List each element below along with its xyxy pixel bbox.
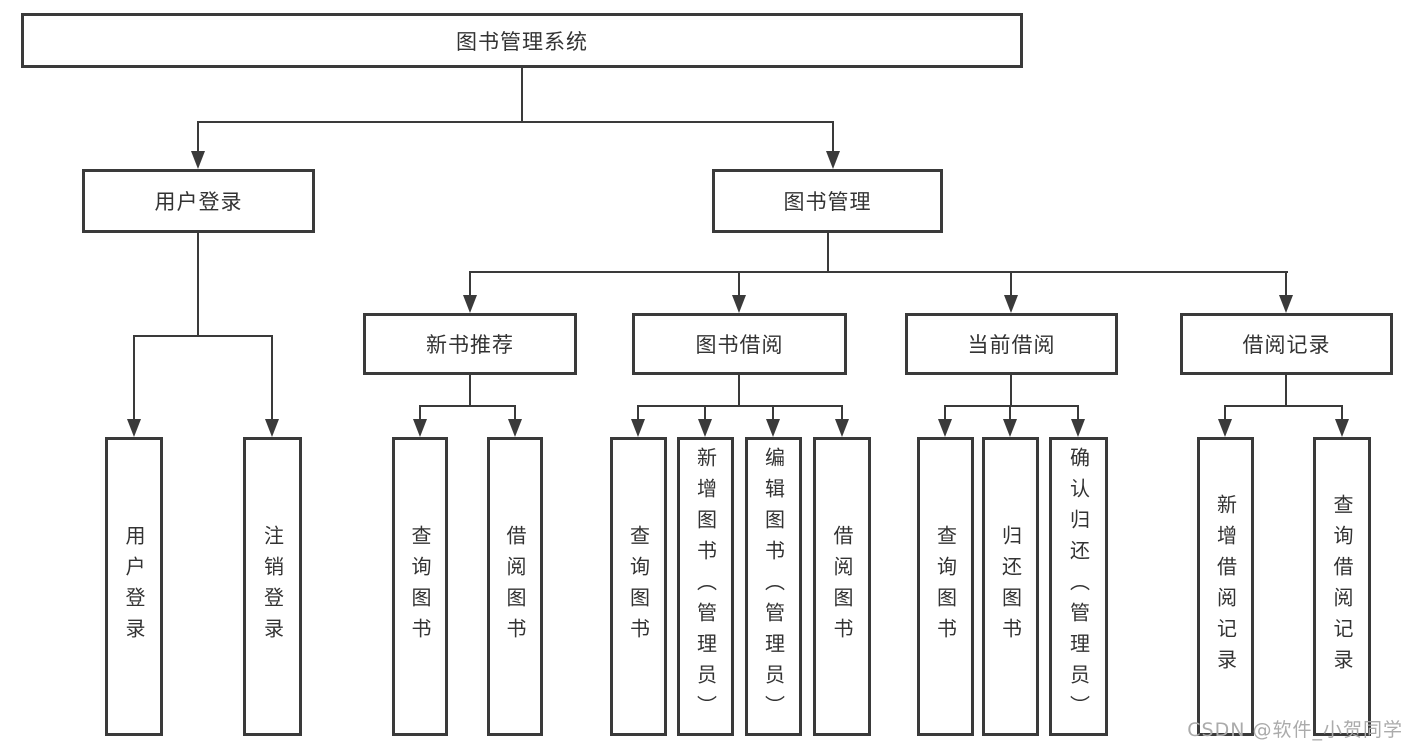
arrowhead-down-icon xyxy=(938,419,952,437)
connector-line xyxy=(841,405,843,421)
connector-line xyxy=(738,271,740,296)
arrowhead-down-icon xyxy=(463,295,477,313)
leaf-query-borrow-record: 查询借阅记录 xyxy=(1313,437,1371,736)
connector-line xyxy=(521,68,523,121)
leaf-recommend-borrow-books-label: 借阅图书 xyxy=(503,524,527,649)
connector-line xyxy=(1285,271,1287,296)
arrowhead-down-icon xyxy=(127,419,141,437)
leaf-add-books-admin: 新增图书（管理员） xyxy=(677,437,734,736)
connector-line xyxy=(1224,405,1343,407)
leaf-recommend-query-books: 查询图书 xyxy=(392,437,448,736)
leaf-borrow-query-books-label: 查询图书 xyxy=(626,524,651,649)
node-book-borrow: 图书借阅 xyxy=(632,313,847,375)
node-new-book-recommend-label: 新书推荐 xyxy=(426,333,514,357)
arrowhead-down-icon xyxy=(1004,295,1018,313)
connector-line xyxy=(944,405,1079,407)
arrowhead-down-icon xyxy=(698,419,712,437)
arrowhead-down-icon xyxy=(1003,419,1017,437)
connector-line xyxy=(827,233,829,273)
connector-line xyxy=(469,271,1288,273)
arrowhead-down-icon xyxy=(1279,295,1293,313)
node-borrow-records: 借阅记录 xyxy=(1180,313,1393,375)
connector-line xyxy=(1009,405,1011,421)
leaf-borrow-books-label: 借阅图书 xyxy=(830,524,854,649)
node-new-book-recommend: 新书推荐 xyxy=(363,313,577,375)
arrowhead-down-icon xyxy=(508,419,522,437)
connector-line xyxy=(1224,405,1226,421)
leaf-logout: 注销登录 xyxy=(243,437,302,736)
connector-line xyxy=(1341,405,1343,421)
connector-line xyxy=(704,405,706,421)
node-user-login: 用户登录 xyxy=(82,169,315,233)
connector-line xyxy=(1077,405,1079,421)
connector-line xyxy=(637,405,639,421)
node-current-borrow-label: 当前借阅 xyxy=(967,333,1056,357)
connector-line xyxy=(197,121,199,153)
connector-line xyxy=(133,335,273,337)
node-book-borrow-label: 图书借阅 xyxy=(695,333,784,357)
arrowhead-down-icon xyxy=(191,151,205,169)
node-book-management: 图书管理 xyxy=(712,169,943,233)
arrowhead-down-icon xyxy=(631,419,645,437)
leaf-add-borrow-record-label: 新增借阅记录 xyxy=(1213,493,1238,680)
watermark: CSDN @软件_小贺同学 xyxy=(1187,719,1403,741)
arrowhead-down-icon xyxy=(1071,419,1085,437)
arrowhead-down-icon xyxy=(732,295,746,313)
arrowhead-down-icon xyxy=(835,419,849,437)
leaf-recommend-borrow-books: 借阅图书 xyxy=(487,437,543,736)
connector-line xyxy=(197,121,834,123)
leaf-current-query-books-label: 查询图书 xyxy=(933,524,958,649)
connector-line xyxy=(197,233,199,337)
connector-line xyxy=(469,271,471,296)
node-current-borrow: 当前借阅 xyxy=(905,313,1118,375)
leaf-confirm-return-admin-label: 确认归还（管理员） xyxy=(1066,447,1091,726)
leaf-query-borrow-record-label: 查询借阅记录 xyxy=(1330,493,1354,680)
node-library-system-label: 图书管理系统 xyxy=(456,29,588,54)
connector-line xyxy=(469,375,471,407)
leaf-user-login-label: 用户登录 xyxy=(122,524,146,649)
node-user-login-label: 用户登录 xyxy=(154,190,243,214)
leaf-user-login: 用户登录 xyxy=(105,437,163,736)
connector-line xyxy=(514,405,516,421)
connector-line xyxy=(271,335,273,420)
arrowhead-down-icon xyxy=(265,419,279,437)
connector-line xyxy=(1010,375,1012,407)
leaf-add-books-admin-label: 新增图书（管理员） xyxy=(693,447,718,726)
arrowhead-down-icon xyxy=(766,419,780,437)
arrowhead-down-icon xyxy=(826,151,840,169)
leaf-logout-label: 注销登录 xyxy=(260,524,285,649)
arrowhead-down-icon xyxy=(413,419,427,437)
leaf-current-query-books: 查询图书 xyxy=(917,437,974,736)
connector-line xyxy=(1285,375,1287,407)
connector-line xyxy=(419,405,421,421)
leaf-return-books-label: 归还图书 xyxy=(998,524,1023,649)
node-book-management-label: 图书管理 xyxy=(783,190,872,214)
leaf-edit-books-admin-label: 编辑图书（管理员） xyxy=(761,447,786,726)
connector-line xyxy=(832,121,834,153)
leaf-return-books: 归还图书 xyxy=(982,437,1039,736)
connector-line xyxy=(944,405,946,421)
connector-line xyxy=(637,405,843,407)
connector-line xyxy=(1010,271,1012,296)
arrowhead-down-icon xyxy=(1335,419,1349,437)
connector-line xyxy=(738,375,740,407)
leaf-borrow-query-books: 查询图书 xyxy=(610,437,667,736)
leaf-edit-books-admin: 编辑图书（管理员） xyxy=(745,437,802,736)
leaf-add-borrow-record: 新增借阅记录 xyxy=(1197,437,1254,736)
node-borrow-records-label: 借阅记录 xyxy=(1242,333,1331,357)
leaf-recommend-query-books-label: 查询图书 xyxy=(408,524,432,649)
leaf-confirm-return-admin: 确认归还（管理员） xyxy=(1049,437,1108,736)
leaf-borrow-books: 借阅图书 xyxy=(813,437,871,736)
connector-line xyxy=(133,335,135,420)
connector-line xyxy=(772,405,774,421)
connector-line xyxy=(419,405,516,407)
node-library-system: 图书管理系统 xyxy=(21,13,1023,68)
arrowhead-down-icon xyxy=(1218,419,1232,437)
